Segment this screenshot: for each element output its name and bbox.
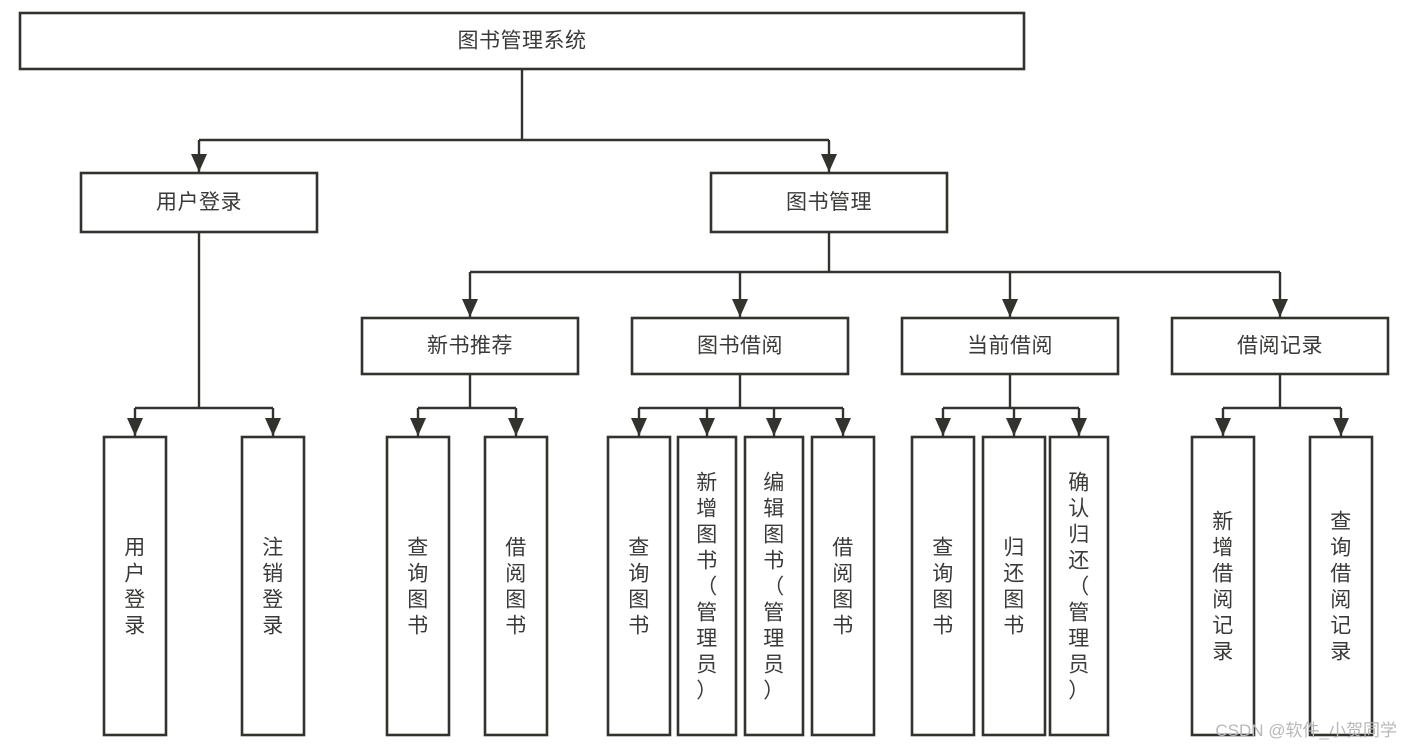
node-label-root: 图书管理系统 [458,30,587,53]
node-root[interactable]: 图书管理系统 [18,11,1026,71]
node-label-borrow-record: 借阅记录 [1237,335,1323,358]
arrow-head-icon-book-borrow [732,299,748,317]
node-box-book-management[interactable] [709,171,949,234]
node-label-leaf-query-book-recommend: 查询图书 [407,536,429,637]
node-box-leaf-query-borrow-record[interactable] [1308,435,1374,737]
node-box-book-borrow[interactable] [630,316,850,376]
node-box-user-login[interactable] [79,171,319,234]
node-label-leaf-query-borrow-record: 查询借阅记录 [1330,510,1352,663]
node-label-book-management: 图书管理 [786,191,872,214]
node-leaf-borrow-book[interactable]: 借阅图书 [810,435,876,737]
arrow-head-icon-leaf-query-book-recommend [410,418,426,436]
arrow-head-icon-leaf-query-borrow-record [1333,418,1349,436]
node-box-leaf-edit-book-admin[interactable] [743,435,805,737]
node-leaf-query-book-borrow[interactable]: 查询图书 [606,435,672,737]
node-borrow-record[interactable]: 借阅记录 [1170,316,1390,376]
node-book-management[interactable]: 图书管理 [709,171,949,234]
node-box-borrow-record[interactable] [1170,316,1390,376]
arrow-head-icon-leaf-return-book [1006,418,1022,436]
node-box-root[interactable] [18,11,1026,71]
node-leaf-query-book-recommend[interactable]: 查询图书 [385,435,451,737]
arrow-head-icon-book-management [821,154,837,172]
node-label-leaf-user-login: 用户登录 [124,536,146,637]
node-label-leaf-add-book-admin: 新增图书（管理员） [696,471,718,702]
node-leaf-return-book[interactable]: 归还图书 [981,435,1047,737]
node-leaf-user-logout[interactable]: 注销登录 [240,435,306,737]
node-box-leaf-user-login[interactable] [102,435,168,737]
node-label-leaf-confirm-return-admin: 确认归还（管理员） [1068,471,1090,702]
node-leaf-add-borrow-record[interactable]: 新增借阅记录 [1190,435,1256,737]
arrow-head-icon-leaf-user-logout [265,418,281,436]
node-box-leaf-confirm-return-admin[interactable] [1048,435,1110,737]
node-current-borrow[interactable]: 当前借阅 [900,316,1120,376]
node-label-leaf-edit-book-admin: 编辑图书（管理员） [763,471,785,702]
node-label-leaf-return-book: 归还图书 [1003,536,1025,637]
node-box-leaf-query-book-borrow[interactable] [606,435,672,737]
node-box-leaf-add-borrow-record[interactable] [1190,435,1256,737]
node-label-leaf-borrow-book: 借阅图书 [832,536,854,637]
node-label-leaf-borrow-book-recommend: 借阅图书 [505,536,527,637]
node-box-leaf-query-book-current[interactable] [910,435,976,737]
node-label-leaf-user-logout: 注销登录 [262,536,284,637]
arrow-head-icon-borrow-record [1272,299,1288,317]
node-label-user-login: 用户登录 [156,191,242,214]
arrow-head-icon-leaf-add-borrow-record [1215,418,1231,436]
node-label-leaf-add-borrow-record: 新增借阅记录 [1212,510,1234,663]
nodes-layer: 图书管理系统用户登录图书管理新书推荐图书借阅当前借阅借阅记录用户登录注销登录查询… [18,11,1390,737]
arrow-head-icon-current-borrow [1002,299,1018,317]
arrow-head-icon-leaf-query-book-current [935,418,951,436]
node-leaf-user-login[interactable]: 用户登录 [102,435,168,737]
node-label-leaf-query-book-borrow: 查询图书 [628,536,650,637]
node-label-current-borrow: 当前借阅 [967,335,1053,358]
node-leaf-edit-book-admin[interactable]: 编辑图书（管理员） [743,435,805,737]
arrow-head-icon-leaf-borrow-book-recommend [508,418,524,436]
arrow-head-icon-leaf-borrow-book [835,418,851,436]
node-box-current-borrow[interactable] [900,316,1120,376]
node-leaf-add-book-admin[interactable]: 新增图书（管理员） [676,435,738,737]
node-book-borrow[interactable]: 图书借阅 [630,316,850,376]
node-leaf-confirm-return-admin[interactable]: 确认归还（管理员） [1048,435,1110,737]
node-leaf-query-borrow-record[interactable]: 查询借阅记录 [1308,435,1374,737]
node-label-new-book-recommend: 新书推荐 [427,335,513,358]
node-box-leaf-borrow-book[interactable] [810,435,876,737]
node-box-leaf-user-logout[interactable] [240,435,306,737]
arrow-head-icon-new-book-recommend [462,299,478,317]
arrow-head-icon-leaf-user-login [127,418,143,436]
node-box-leaf-query-book-recommend[interactable] [385,435,451,737]
node-user-login[interactable]: 用户登录 [79,171,319,234]
node-new-book-recommend[interactable]: 新书推荐 [360,316,580,376]
arrow-head-icon-leaf-edit-book-admin [766,418,782,436]
arrow-head-icon-user-login [191,154,207,172]
node-box-leaf-borrow-book-recommend[interactable] [483,435,549,737]
arrow-head-icon-leaf-add-book-admin [699,418,715,436]
node-leaf-query-book-current[interactable]: 查询图书 [910,435,976,737]
watermark-label: CSDN @软件_小贺同学 [1215,721,1397,740]
node-box-leaf-add-book-admin[interactable] [676,435,738,737]
node-label-book-borrow: 图书借阅 [697,335,783,358]
node-box-leaf-return-book[interactable] [981,435,1047,737]
node-label-leaf-query-book-current: 查询图书 [932,536,954,637]
connectors-layer [127,69,1349,436]
arrow-head-icon-leaf-query-book-borrow [631,418,647,436]
node-box-new-book-recommend[interactable] [360,316,580,376]
node-leaf-borrow-book-recommend[interactable]: 借阅图书 [483,435,549,737]
arrow-head-icon-leaf-confirm-return-admin [1071,418,1087,436]
